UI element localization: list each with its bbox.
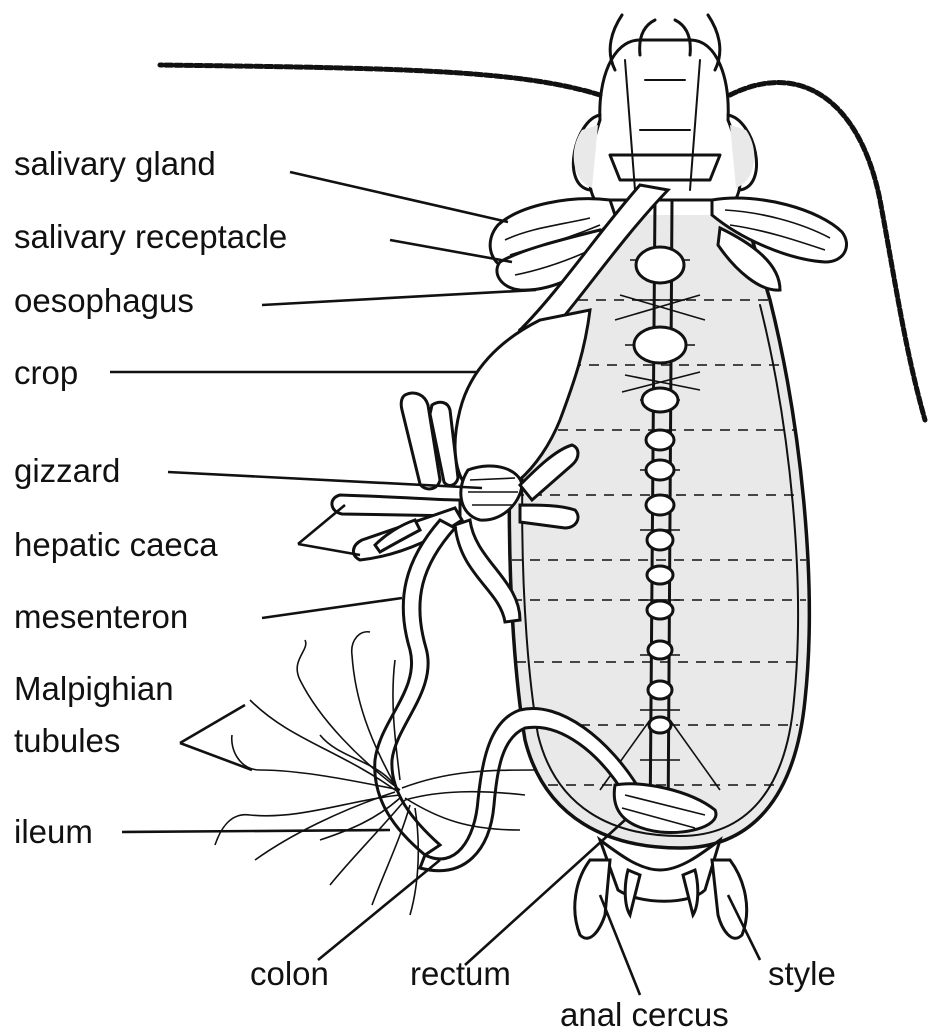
antenna-left — [160, 65, 600, 95]
label-hepatic-caeca: hepatic caeca — [14, 526, 218, 563]
label-malpighian-line2: tubules — [14, 722, 120, 759]
label-salivary-receptacle: salivary receptacle — [14, 218, 287, 255]
leader-salivary-gland — [290, 172, 508, 222]
leader-hepatic-caeca-2 — [298, 544, 360, 555]
label-anal-cercus: anal cercus — [560, 996, 729, 1033]
leader-oesophagus — [262, 290, 536, 305]
label-style: style — [768, 955, 836, 992]
label-malpighian-line1: Malpighian — [14, 670, 174, 707]
leader-ileum — [122, 830, 390, 832]
label-gizzard: gizzard — [14, 452, 120, 489]
label-salivary-gland: salivary gland — [14, 145, 216, 182]
leader-mesenteron — [262, 598, 402, 618]
abdominal-tip — [575, 840, 747, 938]
leader-hepatic-caeca-1 — [298, 505, 345, 544]
mesenteron-tube — [375, 520, 520, 855]
leader-malpighian-1 — [180, 705, 245, 743]
label-crop: crop — [14, 354, 78, 391]
label-colon: colon — [250, 955, 329, 992]
leader-colon — [318, 860, 440, 960]
label-mesenteron: mesenteron — [14, 598, 188, 635]
label-oesophagus: oesophagus — [14, 282, 194, 319]
head — [573, 15, 756, 200]
leader-malpighian-2 — [180, 743, 252, 770]
leader-anal-cercus — [600, 895, 640, 995]
label-rectum: rectum — [410, 955, 511, 992]
label-ileum: ileum — [14, 813, 93, 850]
